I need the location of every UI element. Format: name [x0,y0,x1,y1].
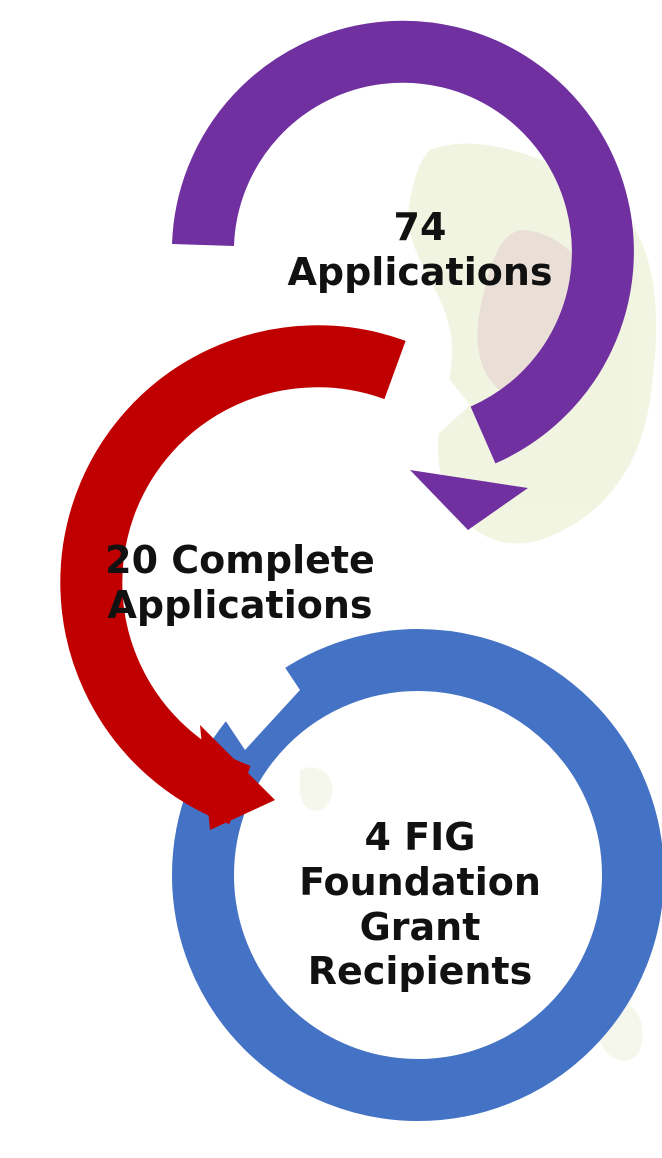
stage-1-arrow [172,20,634,464]
stage-2-label: 20 Complete Applications [60,538,420,628]
stage-3-ring [172,629,662,1121]
stage-1-label: 74 Applications [250,205,590,295]
stage-2-arrowhead [200,725,275,830]
stage-2-arrow-gap [395,380,470,455]
stage-1-arrowhead [410,470,528,530]
stage-2-arrow [60,325,406,825]
stage-2-description: Applications [107,582,373,627]
stage-3-count: 4 FIG [364,815,476,859]
stage-3-description-line-1: Foundation [299,859,541,904]
stage-3-ring-gap [225,660,300,750]
stage-1-description: Applications [287,249,553,294]
stage-1-count: 74 [393,205,447,249]
stage-2-count: 20 Complete [105,538,375,582]
stage-3-description-line-2: Grant [359,904,481,949]
stage-3-description-line-3: Recipients [307,949,533,994]
stage-3-label: 4 FIG Foundation Grant Recipients [250,815,590,994]
